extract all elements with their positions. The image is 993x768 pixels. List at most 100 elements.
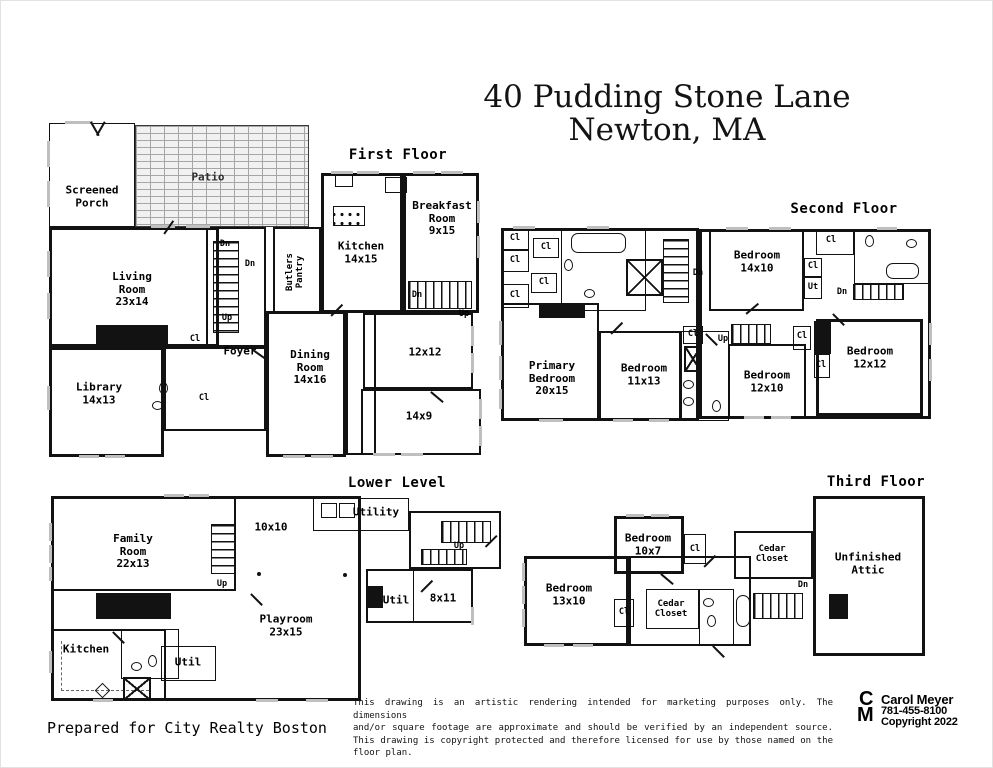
window-mark — [649, 419, 669, 422]
label-room-14x9: 14x9 — [405, 409, 433, 423]
stairs — [731, 324, 771, 344]
closet — [501, 284, 529, 308]
tub-icon — [736, 595, 750, 627]
toilet-icon — [712, 400, 721, 412]
window-mark — [105, 455, 125, 458]
window-mark — [499, 389, 502, 409]
label-cl: Cl — [689, 544, 701, 555]
label-room-10x10: 10x10 — [254, 520, 288, 534]
window-mark — [49, 651, 52, 673]
closet — [533, 238, 559, 258]
logo-phone: 781-455-8100 — [881, 705, 948, 717]
window-mark — [47, 141, 50, 167]
label-dn: Dn — [219, 239, 231, 250]
label-cl: Cl — [618, 607, 630, 618]
logo-initial-c: C — [859, 688, 874, 710]
closet — [531, 273, 557, 293]
label-util-b: Util — [174, 655, 202, 669]
label-up: Up — [717, 334, 729, 345]
label-family-room: Family Room 22x13 — [113, 532, 153, 571]
closet — [814, 354, 830, 378]
sink-icon — [584, 289, 595, 298]
room-butlers-pantry — [273, 227, 321, 313]
sink-icon — [703, 598, 714, 607]
window-mark — [479, 399, 482, 419]
label-bedroom-12x12: Bedroom 12x12 — [846, 344, 894, 370]
label-dining-room: Dining Room 14x16 — [290, 348, 330, 387]
stairs — [753, 593, 803, 619]
window-mark — [929, 359, 932, 381]
window-mark — [49, 545, 52, 563]
label-cl: Cl — [687, 329, 699, 340]
closet — [804, 258, 822, 277]
sink-icon — [131, 662, 142, 671]
room-cedar-closet-b — [646, 589, 699, 629]
window-mark — [471, 607, 474, 625]
window-mark — [613, 419, 633, 422]
label-bedroom-11x13: Bedroom 11x13 — [620, 361, 668, 387]
label-screened-porch: Screened Porch — [65, 183, 119, 209]
sink-icon — [152, 401, 163, 410]
page-title: 40 Pudding Stone Lane Newton, MA — [483, 80, 850, 149]
toilet-icon — [148, 655, 157, 667]
label-cl: Cl — [807, 261, 819, 272]
page-title-line2: Newton, MA — [568, 112, 766, 149]
label-util-a: Util — [382, 593, 410, 607]
toilet-icon — [159, 382, 168, 394]
window-mark — [256, 699, 278, 702]
label-dn: Dn — [797, 580, 809, 591]
window-mark — [744, 416, 764, 419]
room-bedroom-12x12 — [816, 319, 923, 416]
logo-copyright: Copyright 2022 — [881, 716, 958, 728]
window-mark — [79, 455, 99, 458]
patio-area — [135, 125, 309, 227]
fireplace — [96, 593, 171, 619]
window-mark — [522, 609, 525, 627]
disclaimer-line: This drawing is an artistic rendering in… — [353, 698, 833, 721]
label-dn: Dn — [244, 259, 256, 270]
third-floor-hall — [629, 556, 751, 646]
window-mark — [401, 453, 423, 456]
window-mark — [479, 426, 482, 446]
logo-initial-m: M — [857, 704, 874, 726]
label-cl: Cl — [815, 360, 827, 371]
window-mark — [626, 514, 644, 517]
stair-hall — [206, 227, 266, 347]
room-family-room — [51, 496, 236, 591]
window-mark — [357, 171, 379, 174]
fireplace — [96, 325, 168, 349]
window-mark — [311, 455, 333, 458]
label-dn: Dn — [692, 268, 704, 279]
label-cl: Cl — [509, 290, 521, 301]
kitchen-counter — [61, 641, 149, 691]
room-12x12 — [363, 313, 473, 389]
tub-icon — [886, 263, 919, 279]
window-mark — [513, 226, 535, 229]
label-up: Up — [221, 313, 233, 324]
window-mark — [477, 236, 480, 258]
window-mark — [769, 227, 791, 230]
first-floor-title: First Floor — [348, 147, 448, 163]
window-mark — [186, 225, 210, 228]
window-mark — [49, 523, 52, 541]
window-mark — [499, 356, 502, 380]
bathroom — [699, 589, 734, 646]
window-mark — [93, 699, 113, 702]
window-mark — [306, 699, 328, 702]
closet — [816, 229, 854, 255]
window-mark — [189, 494, 209, 497]
label-playroom: Playroom 23x15 — [259, 612, 313, 638]
label-primary-bedroom: Primary Bedroom 20x15 — [528, 359, 576, 398]
room-bedroom-10x7 — [614, 516, 684, 574]
tub-icon — [571, 233, 626, 253]
window-mark — [573, 644, 593, 647]
room-unfinished-attic — [813, 496, 925, 656]
sink-icon — [335, 175, 353, 187]
window-mark — [522, 563, 525, 581]
window-mark — [522, 586, 525, 604]
window-mark — [499, 321, 502, 345]
